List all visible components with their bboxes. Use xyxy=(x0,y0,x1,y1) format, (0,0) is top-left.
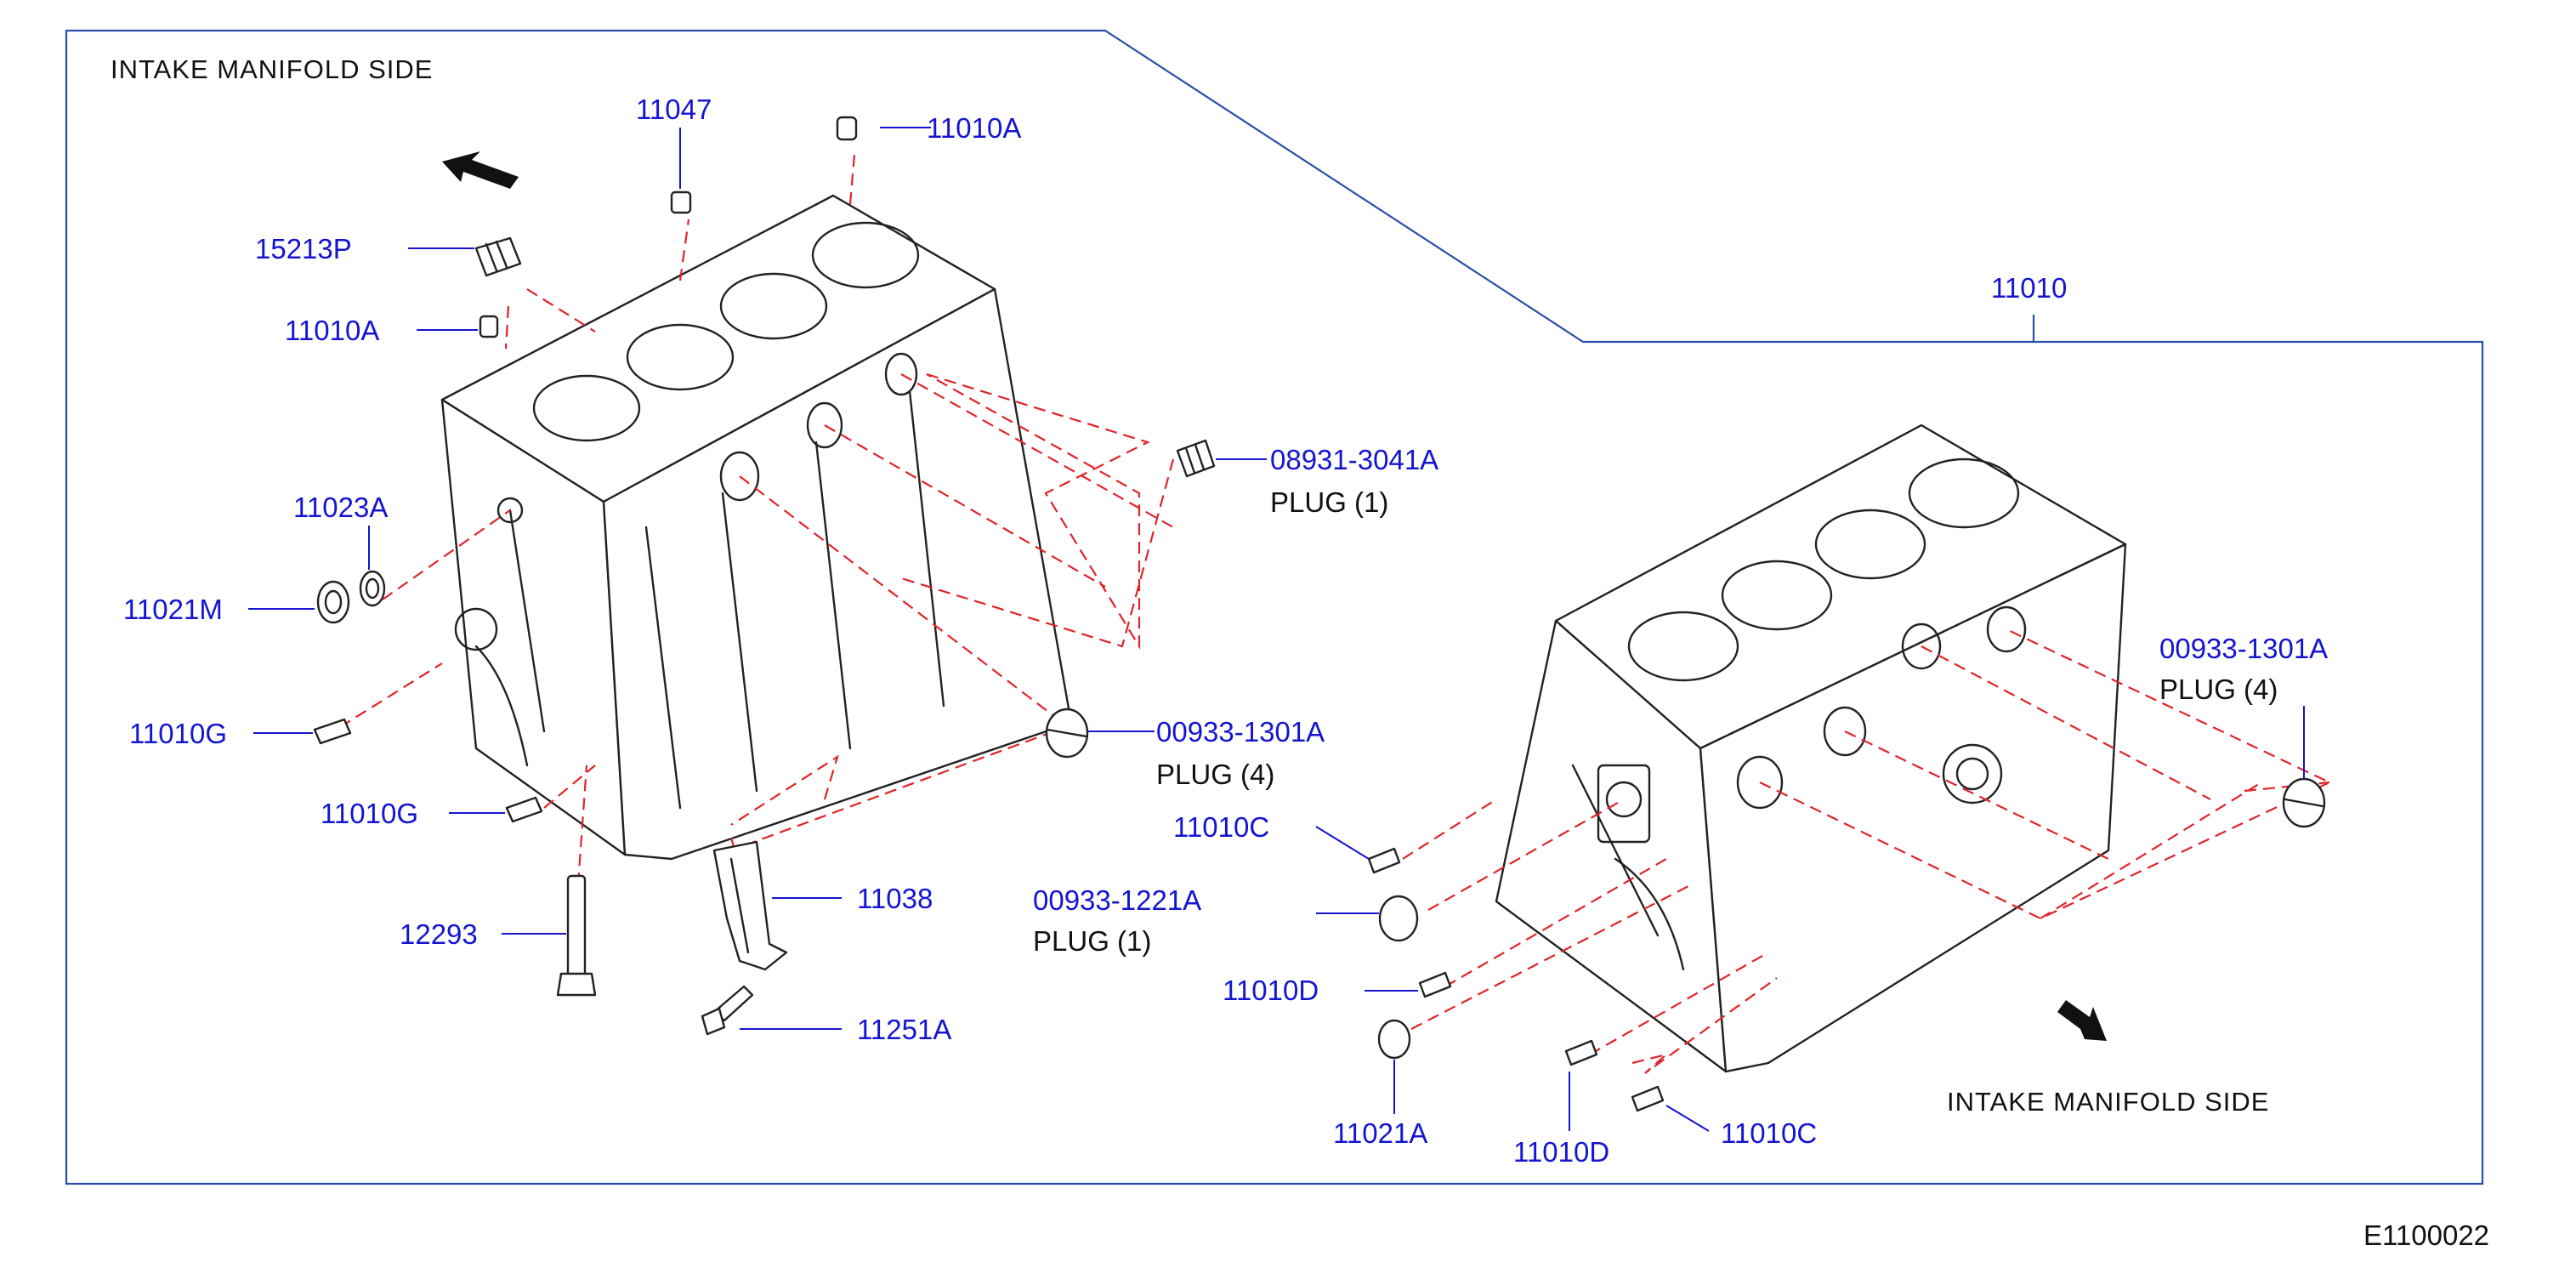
callout-11251A[interactable]: 11251A xyxy=(857,1014,951,1045)
plug-qty-08931: PLUG (1) xyxy=(1270,486,1388,518)
plug-qty-1221A: PLUG (1) xyxy=(1033,925,1151,957)
dowel-11010G-lower-icon xyxy=(505,796,543,823)
plug-00933-1301A-right-icon xyxy=(2282,777,2326,828)
callout-08931-3041A[interactable]: 08931-3041A xyxy=(1270,444,1438,475)
callout-00933-1301A-right[interactable]: 00933-1301A xyxy=(2159,633,2328,664)
dowel-11010D-lower-icon xyxy=(1564,1039,1598,1066)
assembly-frame xyxy=(65,29,2484,1185)
callout-11010G-1[interactable]: 11010G xyxy=(129,718,227,749)
callout-11010A-top[interactable]: 11010A xyxy=(927,112,1021,144)
intake-manifold-side-label-right: INTAKE MANIFOLD SIDE xyxy=(1947,1087,2269,1117)
callout-11038[interactable]: 11038 xyxy=(857,883,933,914)
plug-qty-1301A-left: PLUG (4) xyxy=(1156,759,1274,790)
bolt-12293-icon xyxy=(556,874,597,997)
callout-11010A-left[interactable]: 11010A xyxy=(285,315,379,346)
dowel-11010C-lower-icon xyxy=(1631,1085,1665,1112)
bolt-11251A-icon xyxy=(701,985,754,1036)
dowel-11010A-top-icon xyxy=(836,116,858,141)
callout-leaders-right xyxy=(1315,706,2305,1132)
callout-11010D-1[interactable]: 11010D xyxy=(1223,975,1319,1006)
callout-11010[interactable]: 11010 xyxy=(1991,272,2067,304)
dowel-11010G-upper-icon xyxy=(313,718,352,745)
plug-08931-3041A-icon xyxy=(1176,439,1216,478)
seal-11023A-icon xyxy=(359,570,386,607)
cylinder-block-right xyxy=(1495,424,2127,1073)
plug-00933-1301A-left-icon xyxy=(1045,708,1089,759)
callout-11023A[interactable]: 11023A xyxy=(293,492,388,523)
plug-11021A-icon xyxy=(1377,1019,1411,1060)
callout-00933-1221A[interactable]: 00933-1221A xyxy=(1033,884,1201,916)
dowel-11047-icon xyxy=(670,190,692,214)
relation-lines-right xyxy=(1402,628,2332,1074)
callout-11010D-2[interactable]: 11010D xyxy=(1513,1136,1609,1168)
cylinder-block-left xyxy=(440,194,1073,861)
callout-11021M[interactable]: 11021M xyxy=(123,594,223,625)
dowel-11010C-upper-icon xyxy=(1367,847,1401,874)
direction-arrow-left-icon xyxy=(442,151,519,189)
bracket-11038-icon xyxy=(712,840,788,971)
callout-11021A[interactable]: 11021A xyxy=(1333,1117,1427,1149)
callout-leaders-left xyxy=(248,127,1267,1030)
callout-11010C-2[interactable]: 11010C xyxy=(1721,1117,1817,1149)
diagram-id: E1100022 xyxy=(2363,1219,2489,1251)
dowel-11010A-left-icon xyxy=(479,315,499,338)
plug-15213P-icon xyxy=(474,236,522,277)
plug-11021M-icon xyxy=(316,580,350,624)
direction-arrow-right-icon xyxy=(2057,1000,2107,1041)
dowel-11010D-upper-icon xyxy=(1418,971,1452,998)
plug-qty-1301A-right: PLUG (4) xyxy=(2159,674,2278,705)
callout-11010C-1[interactable]: 11010C xyxy=(1173,811,1269,843)
plug-00933-1221A-icon xyxy=(1378,895,1419,942)
intake-manifold-side-label-left: INTAKE MANIFOLD SIDE xyxy=(111,54,433,84)
callout-11010G-2[interactable]: 11010G xyxy=(321,798,418,829)
callout-11047[interactable]: 11047 xyxy=(636,94,712,125)
callout-15213P[interactable]: 15213P xyxy=(255,233,352,264)
callout-00933-1301A-left[interactable]: 00933-1301A xyxy=(1156,716,1325,748)
callout-12293[interactable]: 12293 xyxy=(400,918,478,950)
